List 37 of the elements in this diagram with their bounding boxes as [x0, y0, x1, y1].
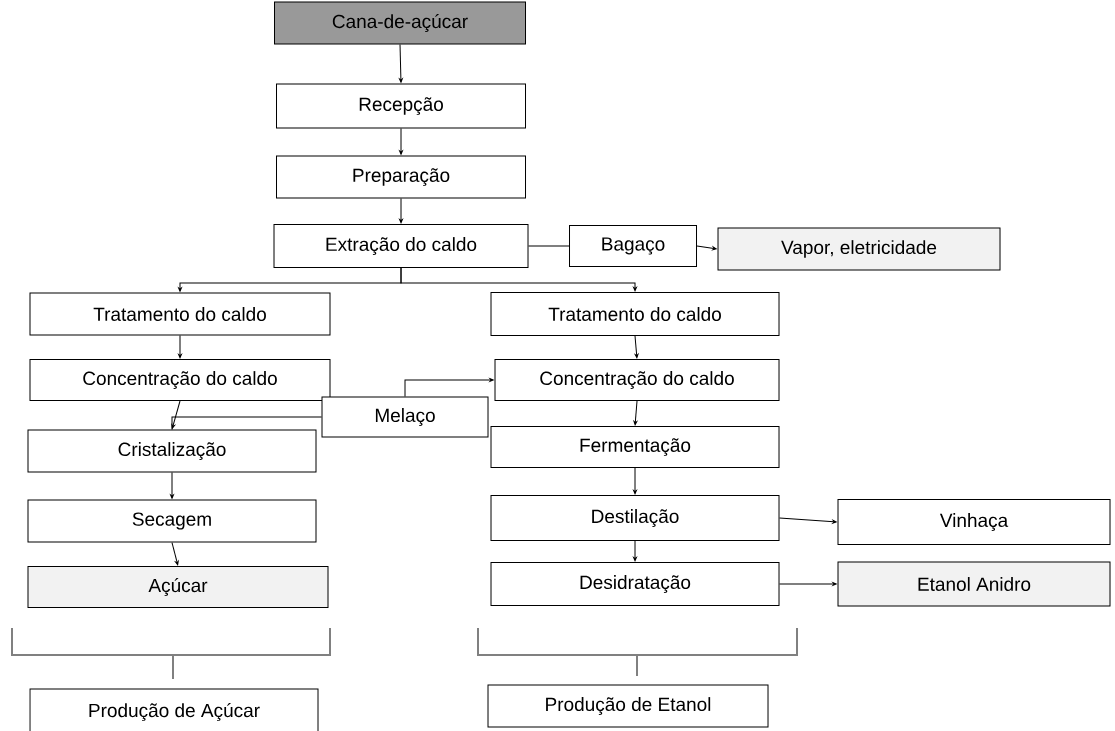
process-box: Destilação — [490, 495, 780, 541]
process-box: Extração do caldo — [273, 224, 529, 268]
process-box: Preparação — [276, 155, 526, 199]
process-box: Cristalização — [27, 429, 317, 473]
process-box: Desidratação — [490, 562, 780, 606]
arrow — [170, 472, 174, 499]
arrow — [399, 198, 403, 224]
process-box: Fermentação — [490, 426, 780, 468]
arrow — [171, 542, 179, 566]
arrow — [696, 245, 717, 251]
process-box: Vinhaça — [837, 499, 1111, 545]
arrow — [171, 400, 181, 429]
arrow — [399, 44, 403, 83]
arrow — [779, 582, 837, 586]
product-box: Vapor, eletricidade — [717, 227, 1001, 271]
arrow — [779, 517, 837, 524]
source-box: Cana-de-açúcar — [274, 1, 526, 45]
arrow — [634, 335, 639, 359]
process-box: Bagaço — [569, 225, 697, 267]
process-box: Tratamento do caldo — [490, 292, 780, 336]
product-box: Etanol Anidro — [837, 561, 1111, 607]
process-box: Recepção — [276, 83, 526, 129]
process-box: Concentração do caldo — [494, 359, 780, 401]
process-box: Tratamento do caldo — [29, 292, 331, 336]
arrow — [404, 378, 494, 397]
arrow — [400, 267, 637, 292]
arrow — [178, 335, 182, 359]
process-box: Secagem — [27, 499, 317, 543]
process-box: Produção de Etanol — [487, 684, 769, 728]
arrow — [633, 467, 637, 495]
arrow — [633, 540, 637, 562]
arrow — [633, 400, 638, 426]
process-box: Produção de Açúcar — [29, 688, 319, 731]
product-box: Açúcar — [27, 566, 329, 608]
process-box: Melaço — [321, 396, 489, 438]
process-box: Concentração do caldo — [29, 359, 331, 401]
arrow — [399, 128, 403, 155]
